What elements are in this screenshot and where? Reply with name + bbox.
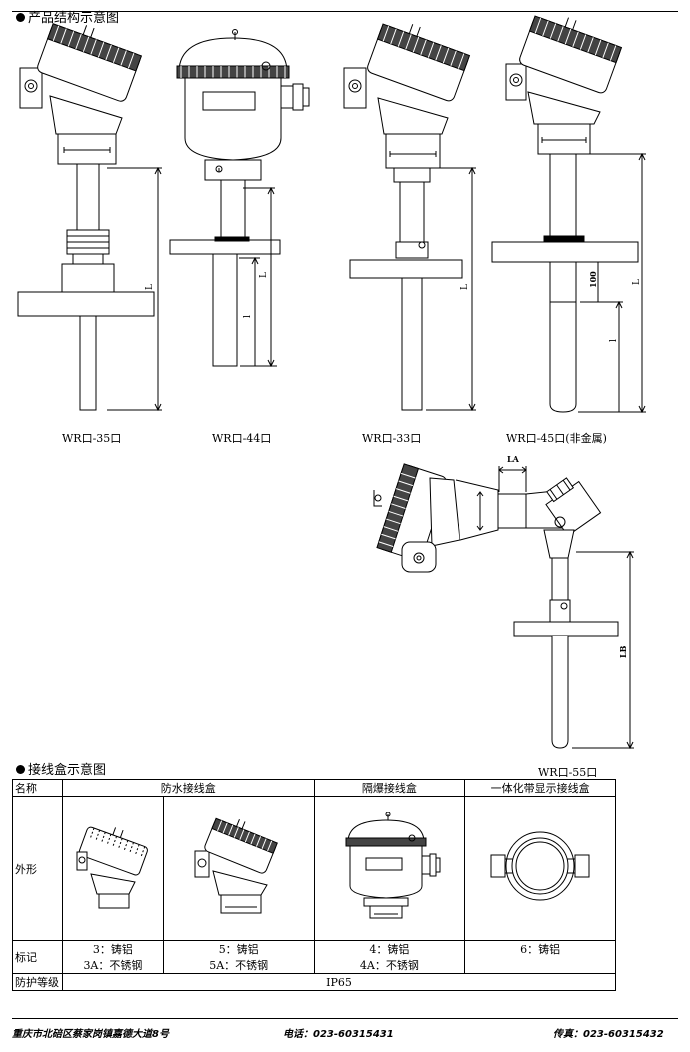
section-structure-heading: 产品结构示意图 [16,11,119,27]
shape-cell-1 [61,796,164,941]
header-name: 名称 [12,779,63,797]
caption-wr44: WR口-44口 [212,432,272,445]
mark-cell-1: 3：铸铝 3A：不锈钢 [61,940,164,974]
header-display: 一体化带显示接线盒 [464,779,616,797]
caption-wr35: WR口-35口 [62,432,122,445]
junction-box-5-image [194,817,278,914]
table-row-protection: 防护等级 IP65 [12,973,617,991]
drawing-wr33: L [336,28,486,418]
junction-box-table: 名称 防水接线盒 隔爆接线盒 一体化带显示接线盒 外形 [12,779,617,991]
dim-100-label: 100 [588,271,598,288]
row-label-mark: 标记 [12,940,63,974]
dim-lb-label: LB [618,645,628,658]
drawing-wr44: L l [165,28,305,373]
junction-box-4-image [345,811,441,919]
dim-l-label: l [609,339,619,342]
drawing-wr45: 100 L l [488,20,658,420]
shape-cell-4 [464,796,616,941]
row-label-shape: 外形 [12,796,63,941]
dim-L-label: L [632,279,642,285]
header-explosion: 隔爆接线盒 [313,779,466,797]
junction-box-6-image [490,831,590,901]
row-label-protection: 防护等级 [12,973,63,991]
dim-L-label: L [460,284,470,290]
bullet-icon [16,765,25,774]
section-junction-heading: 接线盒示意图 [16,763,106,779]
dim-L-label: L [259,272,269,278]
junction-box-3-image [76,826,148,909]
shape-cell-3 [313,796,466,941]
dim-l-label: l [243,315,253,318]
caption-wr55: WR口-55口 [538,766,598,779]
caption-wr33: WR口-33口 [362,432,422,445]
dim-la-label: LA [507,454,520,464]
shape-cell-2 [162,796,315,941]
drawing-wr35: L [12,28,172,418]
top-rule [12,11,678,12]
drawing-wr55: LA LB [368,454,638,760]
mark-cell-2: 5：铸铝 5A：不锈钢 [162,940,315,974]
dim-l-label: L [145,284,155,290]
footer-phone: 电话：023-60315431 [283,1029,394,1040]
table-row-mark: 标记 3：铸铝 3A：不锈钢 5：铸铝 5A：不锈钢 4：铸铝 4A：不锈钢 6… [12,940,616,974]
table-row-header: 名称 防水接线盒 隔爆接线盒 一体化带显示接线盒 [12,779,616,797]
bullet-icon [16,13,25,22]
caption-wr45: WR口-45口(非金属) [506,432,607,445]
footer-fax: 传真：023-60315432 [553,1029,664,1040]
protection-value: IP65 [61,973,617,991]
footer-address: 重庆市北碚区蔡家岗镇嘉德大道8号 [12,1029,169,1040]
footer-rule [12,1018,678,1019]
mark-cell-3: 4：铸铝 4A：不锈钢 [313,940,466,974]
header-waterproof: 防水接线盒 [61,779,315,797]
mark-cell-4: 6：铸铝 [464,940,616,974]
table-row-shape: 外形 [12,796,616,941]
